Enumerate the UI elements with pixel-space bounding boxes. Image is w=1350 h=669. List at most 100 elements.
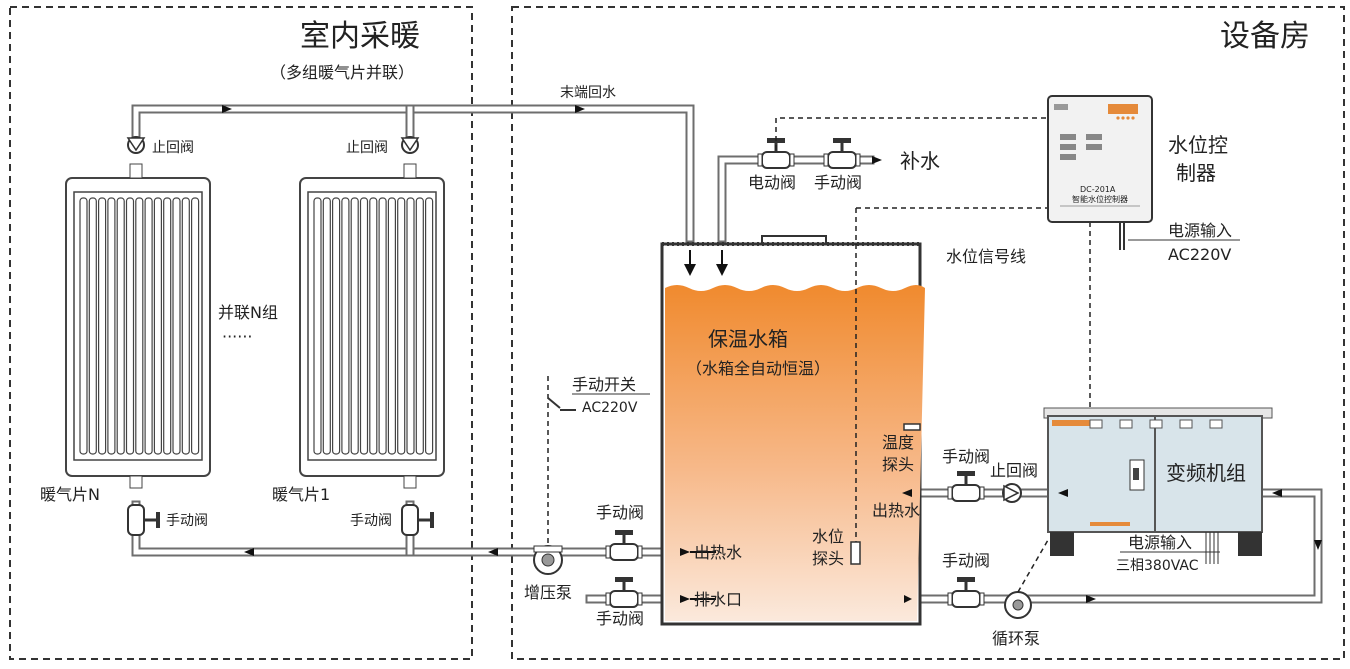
manual-valve-icon (605, 530, 643, 561)
radiator-1 (299, 177, 445, 477)
radiator-fin (125, 197, 135, 455)
controller-power-voltage: AC220V (1168, 245, 1231, 264)
electric-valve-label: 电动阀 (748, 173, 796, 192)
manual-valve-circ-label: 手动阀 (942, 551, 990, 570)
flow-arrow-icon (222, 105, 232, 113)
return-water-label: 末端回水 (560, 85, 616, 101)
controller-label-1: 水位控 (1168, 133, 1228, 157)
check-valve-icon (400, 136, 420, 154)
check-valve-icon (1002, 483, 1022, 503)
circulation-pump-icon (1004, 591, 1032, 619)
manual-valve-rad-1-label: 手动阀 (350, 513, 392, 529)
controller-label-2: 制器 (1176, 161, 1216, 185)
radiator-fin (397, 197, 406, 455)
manual-valve-icon (947, 577, 985, 608)
radiator-n-label: 暖气片N (40, 485, 100, 504)
ellipsis-label: ······ (222, 327, 253, 346)
flow-arrow-icon (575, 105, 585, 113)
radiator-fin (172, 197, 181, 455)
controller-power-label: 电源输入 (1168, 221, 1232, 240)
indoor-zone-title: 室内采暖 (300, 19, 420, 54)
check-valve-left-label: 止回阀 (152, 140, 194, 156)
temp-probe-label-2: 探头 (882, 455, 914, 474)
makeup-water-label: 补水 (900, 149, 940, 173)
indoor-zone-frame (9, 6, 473, 660)
temp-probe-label-1: 温度 (882, 433, 914, 452)
radiator-fin (387, 197, 396, 455)
radiator-fin (163, 197, 172, 455)
unit-fitting (1209, 419, 1223, 429)
flow-arrow-icon (1314, 540, 1322, 550)
radiator-n (65, 177, 211, 477)
vfd-unit-label: 变频机组 (1166, 461, 1246, 485)
radiator-fin (97, 197, 107, 455)
drain-outlet-label: 排水口 (694, 590, 742, 609)
radiator-fin (378, 197, 387, 455)
radiator-fin (116, 197, 125, 455)
radiator-fin (415, 197, 424, 455)
unit-fitting (1119, 419, 1133, 429)
radiator-fin (88, 197, 97, 455)
manual-switch-voltage: AC220V (582, 400, 638, 416)
unit-power-label: 电源输入 (1128, 533, 1192, 552)
radiator-fin (359, 197, 369, 455)
tank-title: 保温水箱 (708, 327, 788, 351)
unit-fitting (1149, 419, 1163, 429)
radiator-fin (332, 197, 341, 455)
radiator-fin (153, 197, 162, 455)
manual-valve-rad-n-label: 手动阀 (166, 513, 208, 529)
radiator-fin (313, 197, 322, 455)
water-level-controller: DC-201A 智能水位控制器 (1047, 95, 1153, 223)
flow-arrows (222, 105, 1322, 603)
radiator-fin (350, 197, 359, 455)
parallel-groups-label: 并联N组 (218, 303, 278, 322)
electric-valve-icon (757, 138, 795, 169)
equipment-room-frame (511, 6, 1345, 660)
manual-switch-icon (547, 376, 576, 546)
check-valve-right-label: 止回阀 (346, 140, 388, 156)
radiator-fin (181, 197, 190, 455)
check-valve-icon (126, 136, 146, 154)
flow-arrow-icon (1086, 595, 1096, 603)
tank-subtitle: （水箱全自动恒温） (686, 359, 830, 378)
booster-pump-label: 增压泵 (524, 583, 572, 602)
tank-hot-water-out-label: 出热水 (694, 543, 742, 562)
radiator-fin (107, 197, 116, 455)
radiator-fin (369, 197, 378, 455)
equipment-room-title: 设备房 (1220, 19, 1310, 54)
booster-pump-icon (533, 545, 563, 575)
radiator-fin (425, 197, 434, 455)
manual-valve-top-label: 手动阀 (814, 173, 862, 192)
flow-arrow-icon (244, 548, 254, 556)
manual-valve-icon (127, 504, 160, 536)
indoor-zone-subtitle: （多组暖气片并联） (270, 63, 414, 82)
unit-power-voltage: 三相380VAC (1116, 558, 1199, 574)
level-probe-label-2: 探头 (812, 549, 844, 568)
unit-fitting (1089, 419, 1103, 429)
radiator-fin (144, 197, 153, 455)
vfd-unit (1043, 407, 1273, 556)
insulated-water-tank (660, 235, 925, 626)
manual-valve-icon (947, 471, 985, 502)
flow-arrow-icon (488, 548, 498, 556)
flow-arrow-icon (1272, 489, 1282, 497)
circulation-pump-label: 循环泵 (992, 629, 1040, 648)
radiator-fin (322, 197, 331, 455)
radiator-fin (406, 197, 415, 455)
controller-device-name: 智能水位控制器 (1072, 194, 1128, 204)
radiator-1-label: 暖气片1 (272, 485, 330, 504)
manual-valve-hot-out-label: 手动阀 (596, 503, 644, 522)
unit-fitting (1179, 419, 1193, 429)
check-valve-unit-label: 止回阀 (990, 461, 1038, 480)
radiator-fin (341, 197, 350, 455)
manual-valve-icon (823, 138, 861, 169)
unit-hot-water-out-label: 出热水 (872, 501, 920, 520)
manual-switch-label: 手动开关 (572, 375, 636, 394)
level-signal-line-label: 水位信号线 (946, 247, 1026, 266)
manual-valve-drain-label: 手动阀 (596, 609, 644, 628)
manual-valve-icon (605, 577, 643, 608)
controller-model: DC-201A (1080, 185, 1116, 194)
radiator-fin (79, 197, 88, 455)
